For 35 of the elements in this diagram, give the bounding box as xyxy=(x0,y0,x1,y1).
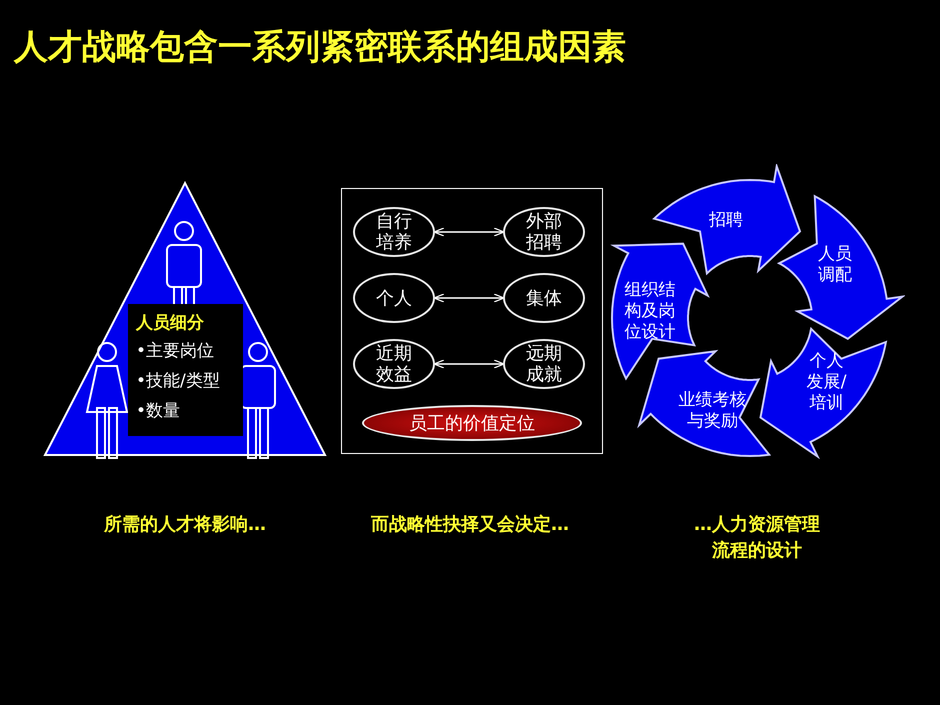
frame-box xyxy=(341,188,603,454)
segment-label: 业绩考核与奖励 xyxy=(678,390,748,432)
segment-label: 人员调配 xyxy=(816,244,853,286)
bullet-item: •主要岗位 xyxy=(136,340,216,363)
ellipse-label: 外部招聘 xyxy=(525,211,563,253)
process-step-shape xyxy=(758,326,888,459)
ellipse xyxy=(353,339,435,389)
segment-label: 个人发展/培训 xyxy=(806,350,848,414)
double-arrow xyxy=(433,293,505,303)
ellipse xyxy=(503,207,585,257)
bullet-item: •技能/类型 xyxy=(136,370,221,393)
process-step-shape xyxy=(777,194,905,341)
ellipse xyxy=(503,273,585,323)
ellipse-label: 自行培养 xyxy=(375,211,413,253)
ellipse-label: 个人 xyxy=(375,288,413,308)
process-step-shape xyxy=(610,241,710,381)
double-arrow xyxy=(433,227,505,237)
double-arrow xyxy=(433,359,505,369)
ellipse xyxy=(353,207,435,257)
caption: 而战略性抉择又会决定… xyxy=(370,513,570,537)
ellipse xyxy=(503,339,585,389)
ellipse-label: 近期效益 xyxy=(375,343,413,385)
segment-label: 组织结构及岗位设计 xyxy=(624,280,677,343)
caption: 所需的人才将影响… xyxy=(102,513,267,537)
ellipse xyxy=(353,273,435,323)
process-step-shape xyxy=(652,164,802,276)
bullet-item: •数量 xyxy=(136,400,182,423)
process-step-shape xyxy=(637,349,772,458)
ellipse-label: 员工的价值定位 xyxy=(409,412,535,434)
segment-label: 招聘 xyxy=(708,210,744,232)
caption: …人力资源管理流程的设计 xyxy=(693,513,821,563)
ellipse-label: 远期成就 xyxy=(525,343,563,385)
heading: 人员细分 xyxy=(136,312,205,335)
title: 人才战略包含一系列紧密联系的组成因素 xyxy=(14,26,626,69)
ellipse-label: 集体 xyxy=(525,288,563,308)
